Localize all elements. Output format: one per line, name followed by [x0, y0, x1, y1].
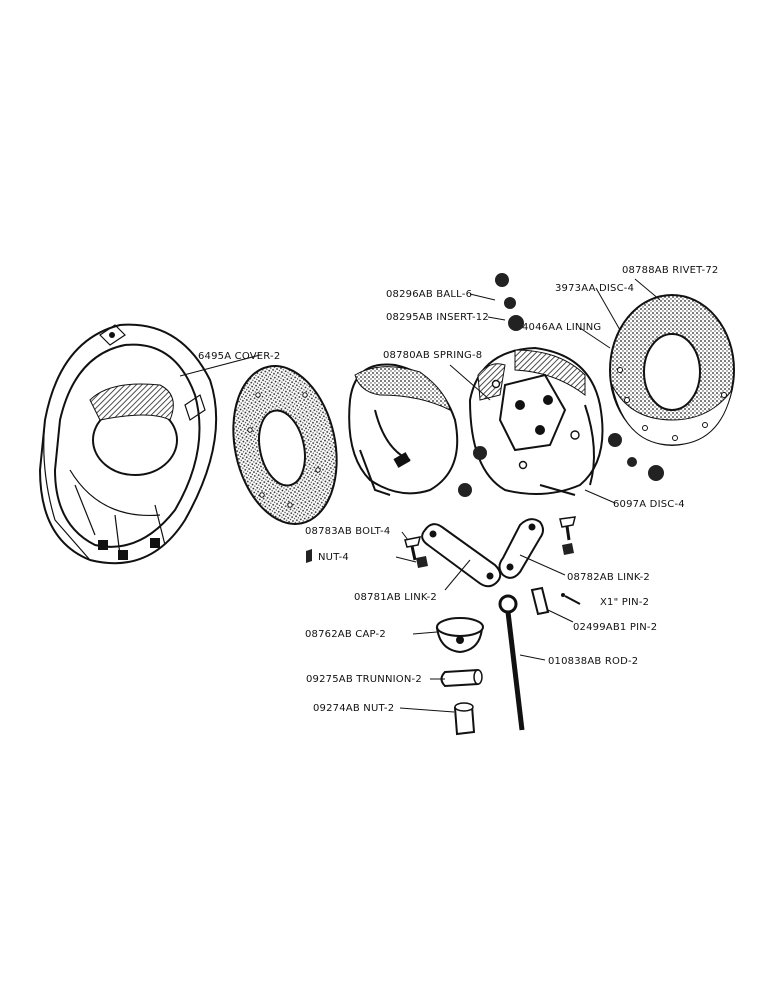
screw-glyph — [306, 549, 312, 563]
label-trunnion: 09275AB TRUNNION-2 — [306, 674, 422, 685]
cover-part — [38, 323, 218, 565]
label-nut-small: NUT-4 — [318, 552, 349, 563]
leader-lines — [179, 278, 661, 713]
nut-large — [453, 702, 476, 736]
bolt-right — [559, 516, 576, 555]
spring-disc — [348, 363, 459, 496]
pin-02499 — [530, 586, 550, 616]
ball — [458, 483, 472, 497]
label-disc-inner: 6097A DISC-4 — [613, 499, 685, 510]
ball-group — [458, 273, 664, 497]
label-pin: 02499AB1 PIN-2 — [573, 622, 657, 633]
label-bolt: 08783AB BOLT-4 — [305, 526, 390, 537]
label-link-right: 08782AB LINK-2 — [567, 572, 650, 583]
nut-small — [416, 556, 428, 568]
label-rivet: 08788AB RIVET-72 — [622, 265, 718, 276]
label-disc-outer: 3973AA DISC-4 — [555, 283, 634, 294]
trunnion — [440, 668, 483, 688]
bolt — [404, 536, 422, 561]
ball — [508, 315, 524, 331]
ball — [473, 446, 487, 460]
ball — [627, 457, 637, 467]
rod — [498, 594, 525, 731]
lining-disc-left — [232, 365, 338, 525]
label-pin-small: X1" PIN-2 — [600, 597, 649, 608]
ball — [495, 273, 509, 287]
label-ball: 08296AB BALL-6 — [386, 289, 472, 300]
label-nut: 09274AB NUT-2 — [313, 703, 394, 714]
label-lining: 4046AA LINING — [522, 322, 601, 333]
label-rod: 010838AB ROD-2 — [548, 656, 638, 667]
label-cover: 6495A COVER-2 — [198, 351, 280, 362]
link-right — [498, 518, 544, 579]
cap — [435, 617, 484, 654]
ball — [608, 433, 622, 447]
label-cap: 08762AB CAP-2 — [305, 629, 386, 640]
ball — [504, 297, 516, 309]
cotter-pin — [561, 593, 581, 605]
label-spring: 08780AB SPRING-8 — [383, 350, 482, 361]
link-left — [421, 523, 502, 588]
label-insert: 08295AB INSERT-12 — [386, 312, 489, 323]
outer-disc-3973AA — [609, 294, 735, 446]
ball — [648, 465, 664, 481]
label-link-left: 08781AB LINK-2 — [354, 592, 437, 603]
inner-disc-6097A — [468, 346, 604, 496]
